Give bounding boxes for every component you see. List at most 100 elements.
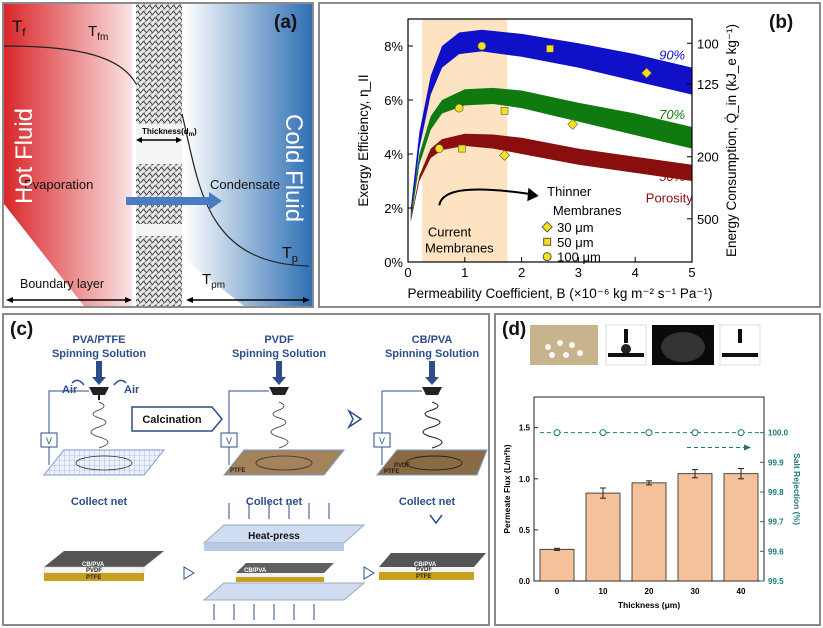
svg-text:PVDF: PVDF [394,463,410,469]
flux-bar [631,482,667,582]
y-tick-label: 1.5 [519,424,531,433]
y-axis-label: Permeate Flux (L/m²h) [502,444,512,533]
rejection-marker [553,429,561,437]
condensate-label: Condensate [210,177,280,192]
y-axis-label: Exergy Efficiency, η_II [356,74,371,206]
flux-bar [585,492,621,582]
solution3-line2: Spinning Solution [385,348,479,360]
y-tick-label: 6% [384,93,403,108]
flux-bar [723,473,759,582]
svg-text:V: V [379,436,385,446]
x-tick-label: 2 [518,265,525,280]
y2-tick-label: 100.0 [768,429,789,438]
panel-d-label: (d) [502,319,527,340]
y2-tick-label: 99.7 [768,518,784,527]
svg-text:PVDF: PVDF [86,568,102,574]
y2-tick-label: 99.5 [768,577,784,586]
svg-text:PTFE: PTFE [416,574,431,580]
cold-fluid-region [184,4,312,306]
rejection-marker [737,429,745,437]
efficiency-band-50pct [410,133,692,222]
marker-square [500,107,509,115]
panel-c-label: (c) [10,319,34,340]
x-tick-label: 5 [688,265,695,280]
x-tick-label: 20 [645,587,654,596]
x-axis-label: Thickness (μm) [618,600,681,610]
station-1: V [40,361,166,476]
y2-tick-label: 100 [697,36,719,51]
heat-press-label: Heat-press [248,531,300,542]
x-tick-label: 40 [737,587,746,596]
legend-entry: 100 μm [557,250,601,265]
heat-press: Heat-press CB/PVA [202,503,366,620]
tpm-label: Tpm [202,271,225,291]
y-tick-label: 2% [384,201,403,216]
air-right-label: Air [124,384,140,396]
collect-net-1: Collect net [71,496,128,508]
marker-diamond [567,118,579,130]
svg-text:CB/PVA: CB/PVA [414,562,437,568]
marker-circle [454,103,464,113]
plot-frame [407,18,693,263]
legend-entry: 50 μm [557,235,593,250]
rejection-indicator-head [744,444,751,451]
y-tick-label: 0.0 [519,577,531,586]
y-tick-label: 4% [384,147,403,162]
calcination-arrow [131,406,223,432]
hot-fluid-label: Hot Fluid [11,108,38,204]
solution3-line1: CB/PVA [412,334,453,346]
legend-entry: 30 μm [557,220,593,235]
efficiency-band-90pct [410,29,692,222]
solution2-line2: Spinning Solution [232,348,326,360]
x-tick-label: 10 [599,587,608,596]
station-2: PTFE V [220,361,346,476]
y2-axis-label: Energy Consumption, Q̇_in (kJ_e kg⁻¹) [724,24,739,257]
y-tick-label: 8% [384,39,403,54]
solution1-line1: PVA/PTFE [73,334,126,346]
rejection-marker [645,429,653,437]
current-label-1: Current [428,224,472,239]
x-axis-label: Permeability Coefficient, B (×10⁻⁶ kg m⁻… [407,286,712,301]
air-left-label: Air [62,384,78,396]
legend-title-1: Thinner [547,184,592,199]
rejection-marker [599,429,607,437]
efficiency-band-70pct [410,87,692,222]
marker-circle [477,41,487,51]
y2-tick-label: 99.9 [768,458,784,467]
tf-label: Tf [12,17,26,39]
solution2-line1: PVDF [264,334,294,346]
legend-marker-circle [542,252,552,262]
x-tick-label: 4 [632,265,639,280]
rejection-marker [691,429,699,437]
panel-b-label: (b) [769,12,794,33]
svg-text:PTFE: PTFE [384,469,399,475]
right-membrane: CB/PVA PVDF PTFE [379,553,486,580]
x-tick-label: 30 [691,587,700,596]
collect-net-3: Collect net [399,496,456,508]
thinner-arrow [438,188,534,206]
x-tick-label: 3 [575,265,582,280]
svg-text:CB/PVA: CB/PVA [82,562,105,568]
y2-tick-label: 500 [697,212,719,227]
svg-text:PTFE: PTFE [230,468,245,474]
y-tick-label: 0.5 [519,526,531,535]
legend-marker-diamond [541,221,553,233]
panel-a-label: (a) [274,12,298,33]
y-tick-label: 1.0 [519,475,531,484]
svg-text:V: V [46,436,52,446]
marker-diamond [499,149,510,161]
y2-tick-label: 125 [697,77,719,92]
legend-title-2: Membranes [553,203,622,218]
svg-text:PTFE: PTFE [86,575,101,581]
panel-a-svg: Thickness(dm) Evaporation Condensate Tf … [4,4,312,306]
legend-marker-square [543,237,552,246]
droplet-photo [530,325,598,365]
final-membrane: CB/PVA PVDF PTFE [43,551,164,581]
tp-label: Tp [282,245,298,265]
porosity-label: Porosity [646,191,693,206]
marker-square [458,144,466,153]
